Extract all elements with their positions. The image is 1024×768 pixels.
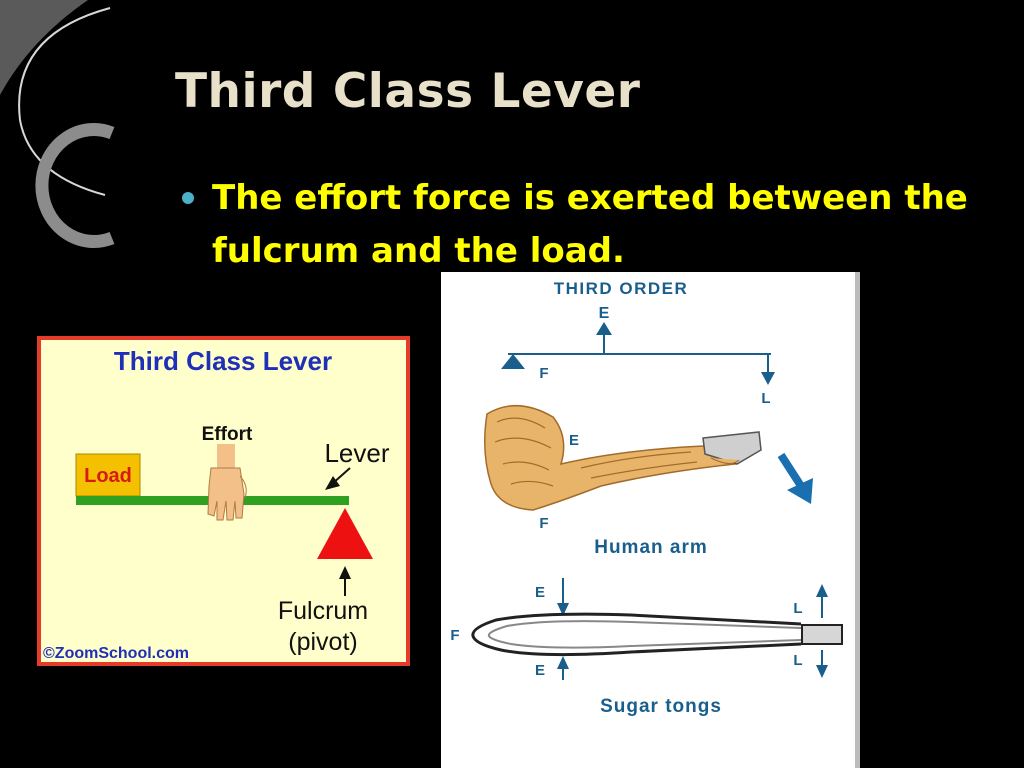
tongs-effort-top-arrow-icon [557, 578, 569, 616]
hand-icon [207, 444, 247, 521]
tongs-effort-bottom-letter: E [535, 662, 545, 679]
lever-label: Lever [324, 438, 389, 468]
bullet-text: The effort force is exerted between the … [212, 178, 968, 271]
human-arm-icon [484, 404, 762, 511]
fulcrum-triangle [317, 508, 373, 559]
third-order-lever-diagram: THIRD ORDER E F L E F Human arm [441, 272, 860, 768]
effort-label: Effort [202, 424, 253, 445]
schematic-effort-letter: E [599, 305, 610, 322]
tongs-effort-bottom-arrow-icon [557, 656, 569, 680]
third-class-lever-diagram: Third Class Lever Load Effort Lever Fulc… [37, 336, 410, 666]
credit-label: ©ZoomSchool.com [43, 645, 189, 662]
schematic-load-arrow-icon [761, 355, 775, 385]
tongs-load-top-arrow-icon [816, 584, 828, 618]
left-diagram-title: Third Class Lever [114, 346, 332, 376]
tongs-fulcrum-letter: F [450, 627, 459, 644]
right-diagram-title: THIRD ORDER [554, 279, 689, 298]
tongs-effort-top-letter: E [535, 584, 545, 601]
schematic-fulcrum-triangle [501, 354, 525, 369]
slide-title: Third Class Lever [175, 64, 641, 119]
pivot-label: (pivot) [288, 628, 357, 656]
load-box [75, 453, 141, 497]
load-label: Load [84, 465, 132, 487]
lever-arrow-icon [325, 467, 351, 490]
corner-swoosh [0, 0, 88, 95]
tongs-caption: Sugar tongs [600, 696, 722, 717]
arm-load-arrow-icon [777, 452, 813, 504]
arm-caption: Human arm [594, 537, 708, 558]
tongs-load-top-letter: L [793, 600, 802, 617]
tongs-load-bottom-arrow-icon [816, 650, 828, 678]
arm-effort-letter: E [569, 432, 579, 449]
fulcrum-label: Fulcrum [278, 597, 368, 625]
thin-arc [18, 7, 111, 196]
schematic-fulcrum-letter: F [539, 365, 548, 382]
tongs-load-bottom-letter: L [793, 652, 802, 669]
right-panel-background [441, 272, 860, 768]
right-panel-edge [855, 272, 860, 768]
decorative-arcs [0, 0, 115, 248]
arm-fulcrum-letter: F [539, 515, 548, 532]
thick-arc [35, 123, 115, 248]
bullet-dot-icon [182, 192, 194, 204]
sugar-tongs-icon [471, 612, 843, 657]
schematic-load-letter: L [761, 390, 770, 407]
fulcrum-arrow-icon [339, 566, 351, 596]
schematic-effort-arrow-icon [596, 322, 612, 353]
